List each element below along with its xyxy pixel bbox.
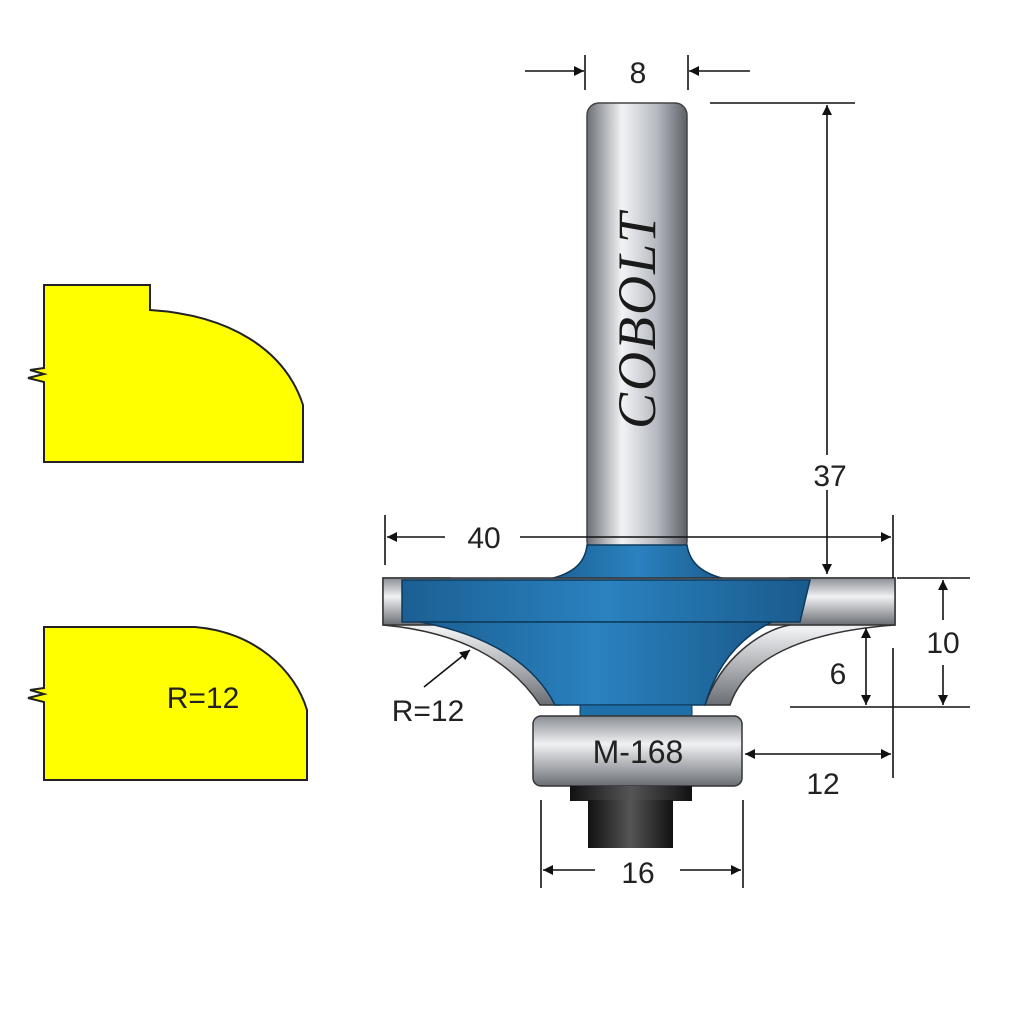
model-label: M-168 [593, 734, 684, 770]
dim-bearing-diameter: 16 [621, 857, 654, 890]
profile-shape-1 [27, 284, 304, 463]
dim-cutting-diameter: 40 [467, 522, 500, 555]
brand-logo: COBOLT [607, 209, 667, 429]
bearing-screw [588, 800, 673, 848]
profile-shape-2 [27, 626, 308, 781]
dim-cutting-height: 10 [926, 627, 959, 660]
bearing-screw-head [570, 786, 692, 801]
cutter-plate-blue [401, 579, 811, 623]
dim-bearing-offset: 12 [806, 768, 839, 801]
bearing-spindle [579, 704, 693, 718]
body-neck [544, 544, 731, 581]
dim-radius-depth: 6 [830, 658, 847, 691]
dim-shank: 8 [630, 57, 647, 90]
dim-total-length: 37 [813, 460, 846, 493]
cutter-body [419, 621, 773, 706]
dim-radius: R=12 [392, 695, 465, 728]
profile-radius-label: R=12 [167, 682, 240, 715]
